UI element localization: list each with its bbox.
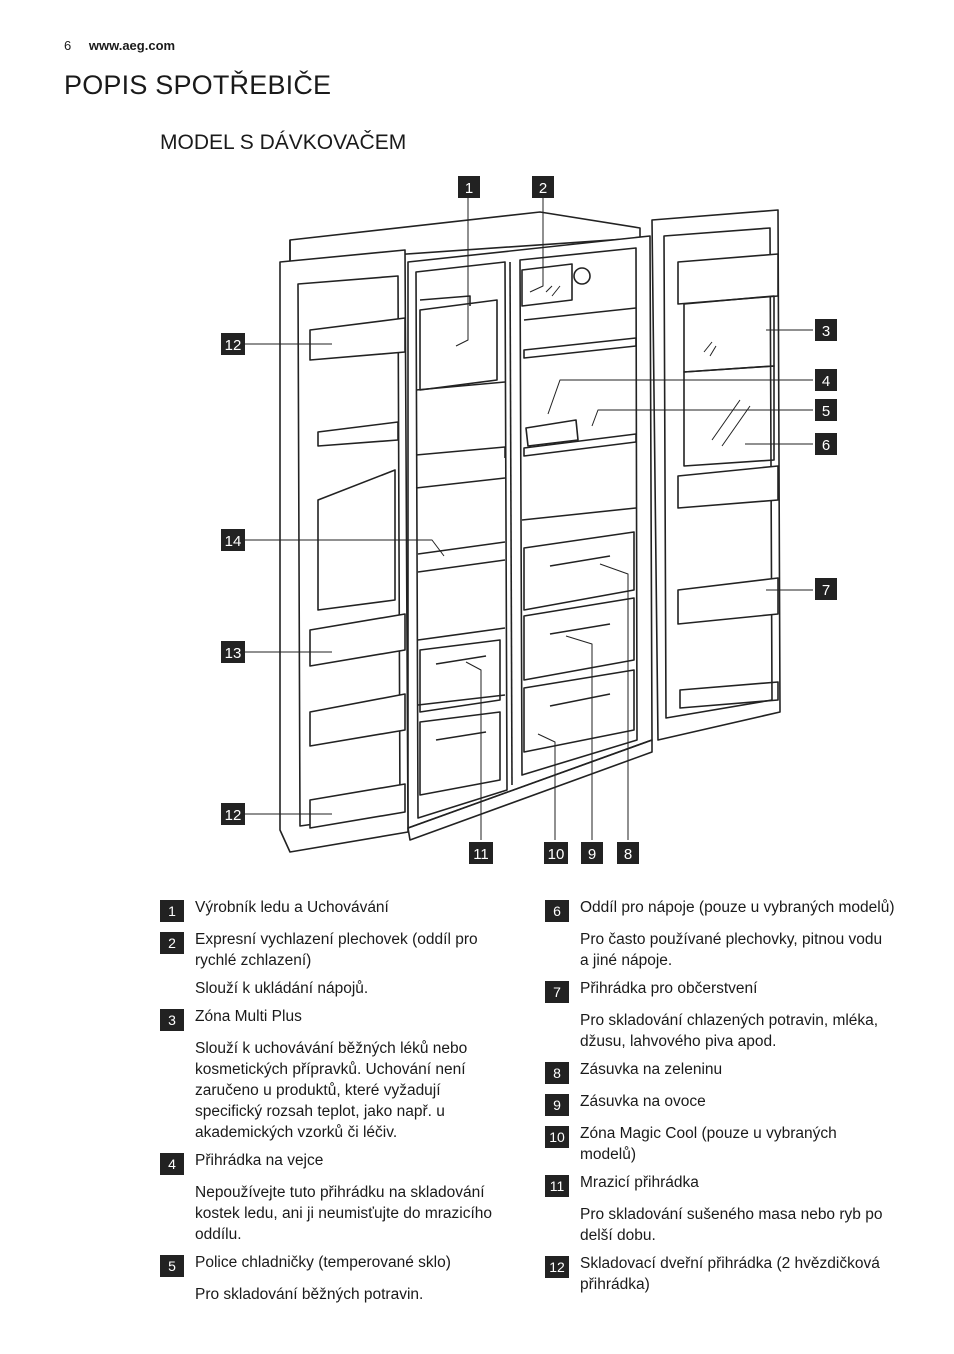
legend-desc: Slouží k uchovávání běžných léků nebo ko… <box>195 1040 468 1141</box>
callout-1: 1 <box>458 176 480 198</box>
legend-desc: Pro často používané plechovky, pitnou vo… <box>580 931 883 969</box>
svg-text:3: 3 <box>822 323 830 340</box>
svg-text:12: 12 <box>225 337 242 354</box>
legend-desc: Slouží k ukládání nápojů. <box>195 980 369 997</box>
legend-desc: Pro skladování běžných potravin. <box>195 1286 424 1303</box>
svg-text:5: 5 <box>822 403 830 420</box>
svg-text:13: 13 <box>225 645 242 662</box>
page-title: POPIS SPOTŘEBIČE <box>64 70 332 100</box>
callout-10: 10 <box>544 842 568 864</box>
svg-text:12: 12 <box>225 807 242 824</box>
legend-desc: Pro skladování chlazených potravin, mlék… <box>580 1012 879 1050</box>
svg-text:10: 10 <box>548 846 565 863</box>
callout-5: 5 <box>815 399 837 421</box>
callout-7: 7 <box>815 578 837 600</box>
page-number: 6 <box>64 38 72 53</box>
callout-11: 11 <box>469 842 493 864</box>
svg-text:2: 2 <box>539 180 547 197</box>
svg-text:4: 4 <box>822 373 830 390</box>
callout-14: 14 <box>221 529 245 551</box>
callout-9: 9 <box>581 842 603 864</box>
callout-2: 2 <box>532 176 554 198</box>
svg-text:11: 11 <box>473 846 489 863</box>
callout-8: 8 <box>617 842 639 864</box>
callout-3: 3 <box>815 319 837 341</box>
svg-text:9: 9 <box>588 846 596 863</box>
legend-desc: Pro skladování sušeného masa nebo ryb po… <box>580 1206 883 1244</box>
site-url: www.aeg.com <box>88 38 176 53</box>
callout-12-top: 12 <box>221 333 245 355</box>
svg-text:1: 1 <box>465 180 473 197</box>
callout-13: 13 <box>221 641 245 663</box>
section-subtitle: MODEL S DÁVKOVAČEM <box>160 131 407 154</box>
callout-12-bottom: 12 <box>221 803 245 825</box>
callout-6: 6 <box>815 433 837 455</box>
svg-text:14: 14 <box>225 533 242 550</box>
legend-desc: Nepoužívejte tuto přihrádku na skladován… <box>195 1184 493 1243</box>
svg-text:6: 6 <box>822 437 830 454</box>
page-header: 6 www.aeg.com <box>64 38 175 53</box>
fridge-diagram: 1 2 3 4 5 6 7 8 9 10 11 12 14 13 12 <box>221 176 837 864</box>
svg-text:7: 7 <box>822 582 830 599</box>
callouts: 1 2 3 4 5 6 7 8 9 10 11 12 14 13 12 <box>221 176 837 864</box>
svg-text:8: 8 <box>624 846 632 863</box>
callout-4: 4 <box>815 369 837 391</box>
